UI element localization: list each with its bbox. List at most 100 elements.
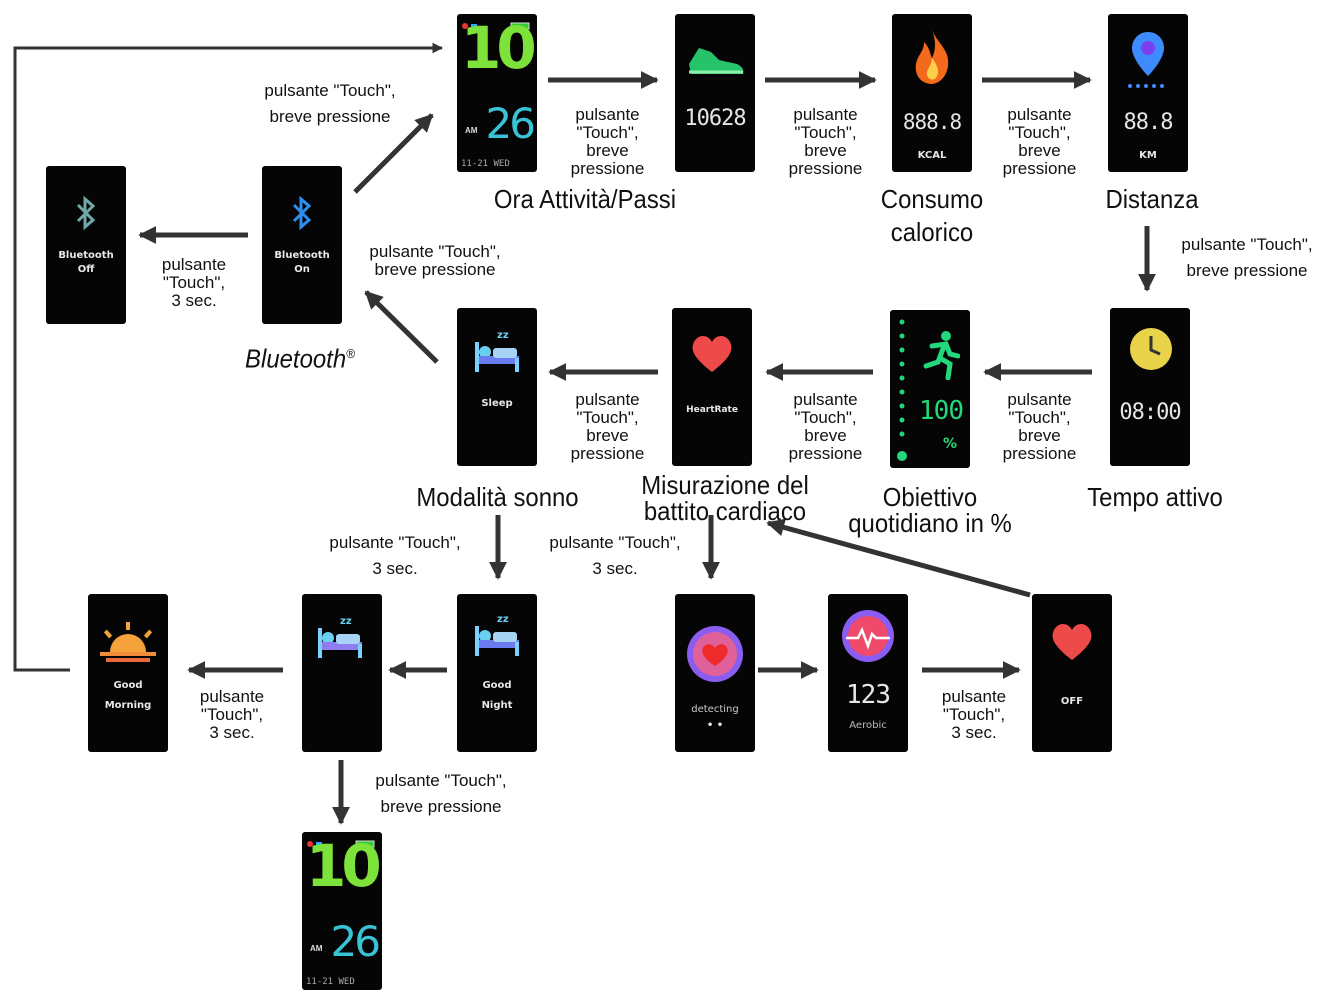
- label-text: pulsante: [575, 105, 640, 124]
- label-text: breve pressione: [1186, 261, 1308, 280]
- label-text: breve pressione: [374, 260, 496, 279]
- active-time-value: 08:00: [1119, 400, 1181, 425]
- bt-on-label1: Bluetooth: [274, 250, 330, 261]
- caption-distance: Distanza: [1105, 184, 1199, 214]
- label-text: pressione: [570, 159, 645, 178]
- label-text: pulsante: [941, 687, 1007, 706]
- bt-on-label2: On: [294, 264, 310, 275]
- calories-value: 888.8: [902, 110, 962, 134]
- caption-bluetooth: Bluetooth®: [226, 340, 373, 373]
- caption-time-steps: Ora Attività/Passi: [493, 184, 677, 214]
- arrow-sleep-to-bluetooth: [364, 290, 439, 364]
- good-morning-label2: Morning: [104, 700, 152, 711]
- screen-time-bottom: 10 AM 26 11-21 WED: [302, 832, 382, 990]
- status-icons: [461, 17, 533, 30]
- arrow-goodmorning-to-time: [13, 42, 444, 672]
- minute-value: 26: [330, 917, 381, 966]
- good-morning-label1: Good: [113, 680, 143, 691]
- label-text: pulsante: [793, 105, 858, 124]
- label-aerobic-to-off: pulsante "Touch", 3 sec.: [928, 688, 1020, 742]
- label-text: 3 sec.: [171, 291, 217, 310]
- bluetooth-icon: [76, 196, 96, 230]
- screen-goal: 100 %: [890, 310, 970, 468]
- caption-goal-line1: Obiettivo: [882, 482, 978, 512]
- screen-detecting: detecting • •: [675, 594, 755, 752]
- screen-good-morning: Good Morning: [88, 594, 168, 752]
- bt-off-label2: Off: [77, 264, 95, 275]
- screen-active-time: 08:00: [1110, 308, 1190, 466]
- label-text: "Touch",: [794, 123, 857, 142]
- calories-unit: KCAL: [917, 150, 947, 161]
- label-text: breve: [1018, 141, 1061, 160]
- minute-value: 26: [485, 99, 536, 148]
- svg-text:zz: zz: [497, 614, 509, 625]
- label-sleep-to-goodnight: pulsante "Touch", 3 sec.: [310, 534, 480, 578]
- label-bt-on-to-off: pulsante "Touch", 3 sec.: [148, 256, 240, 310]
- arrow-off-to-heartrate: [766, 518, 1031, 598]
- label-text: breve pressione: [269, 107, 391, 126]
- label-text: pulsante "Touch",: [264, 81, 396, 100]
- label-text: pressione: [788, 159, 863, 178]
- label-steps-to-calories: pulsante "Touch", breve pressione: [778, 106, 873, 178]
- location-pin-icon: [1128, 32, 1164, 88]
- good-night-label2: Night: [481, 700, 513, 711]
- label-text: "Touch",: [576, 123, 639, 142]
- clock-icon: [1130, 328, 1172, 370]
- label-text: "Touch",: [1008, 408, 1071, 427]
- aerobic-value: 123: [846, 680, 891, 710]
- flame-icon: [915, 30, 949, 84]
- label-distance-to-active: pulsante "Touch", breve pressione: [1162, 236, 1332, 280]
- label-sleeping-to-time: pulsante "Touch", breve pressione: [356, 772, 526, 816]
- detecting-dots: • •: [706, 720, 724, 731]
- caption-heartrate-line1: Misurazione del: [641, 470, 809, 500]
- label-goal-to-heartrate: pulsante "Touch", breve pressione: [778, 391, 873, 463]
- caption-calories-line2: calorico: [890, 217, 974, 247]
- hour-value: 10: [306, 832, 382, 900]
- svg-text:zz: zz: [497, 330, 509, 341]
- label-text: pulsante "Touch",: [369, 242, 501, 261]
- label-text: 3 sec.: [372, 559, 418, 578]
- label-text: pulsante: [575, 390, 640, 409]
- caption-calories-line1: Consumo: [880, 184, 984, 214]
- svg-text:zz: zz: [340, 616, 352, 627]
- bluetooth-icon: [292, 196, 312, 230]
- label-text: "Touch",: [162, 273, 226, 292]
- label-text: pulsante "Touch",: [375, 771, 507, 790]
- label-text: pulsante: [199, 687, 265, 706]
- screen-calories: 888.8 KCAL: [892, 14, 972, 172]
- bed-icon: zz: [475, 614, 519, 656]
- label-text: breve: [586, 141, 629, 160]
- label-text: pulsante: [1007, 390, 1072, 409]
- label-text: 3 sec.: [951, 723, 997, 742]
- heart-pulse-icon: [842, 610, 894, 662]
- label-bluetooth-to-time: pulsante "Touch", breve pressione: [245, 82, 415, 126]
- screen-time: 10 AM 26 11-21 WED: [457, 14, 537, 172]
- ampm-label: AM: [465, 126, 478, 135]
- label-sleeping-to-goodmorning: pulsante "Touch", 3 sec.: [186, 688, 278, 742]
- screen-good-night: zz Good Night: [457, 594, 537, 752]
- label-text: pressione: [570, 444, 645, 463]
- caption-goal-line2: quotidiano in %: [848, 508, 1012, 538]
- screen-sleep: zz Sleep: [457, 308, 537, 466]
- sunrise-icon: [100, 622, 156, 662]
- goal-unit: %: [942, 436, 958, 452]
- goal-value: 100: [919, 396, 964, 426]
- hr-off-label: OFF: [1060, 696, 1084, 707]
- label-text: 3 sec.: [209, 723, 255, 742]
- label-time-to-steps: pulsante "Touch", breve pressione: [560, 106, 655, 178]
- label-text: "Touch",: [1008, 123, 1071, 142]
- good-night-label1: Good: [482, 680, 512, 691]
- screen-hr-off: OFF: [1032, 594, 1112, 752]
- detecting-label: detecting: [691, 704, 739, 715]
- label-text: pressione: [788, 444, 863, 463]
- label-text: "Touch",: [576, 408, 639, 427]
- label-text: pulsante "Touch",: [1181, 235, 1313, 254]
- label-text: pressione: [1002, 444, 1077, 463]
- label-text: 3 sec.: [592, 559, 638, 578]
- label-text: pulsante: [1007, 105, 1072, 124]
- label-text: breve: [586, 426, 629, 445]
- screen-bluetooth-on: Bluetooth On: [262, 166, 342, 324]
- heart-icon: [692, 336, 732, 372]
- runner-icon: [923, 331, 960, 380]
